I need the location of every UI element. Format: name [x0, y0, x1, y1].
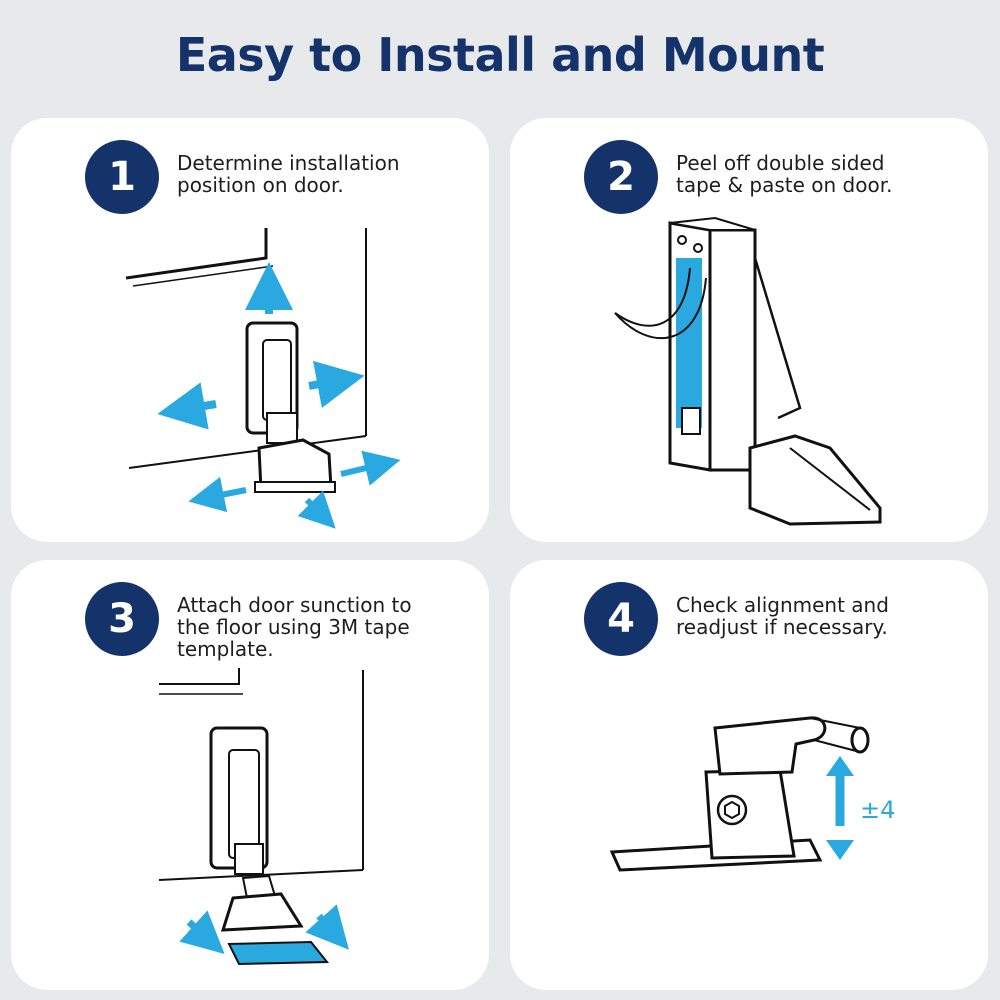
page-title: Easy to Install and Mount	[175, 28, 825, 82]
peel-tape-illustration	[614, 216, 882, 526]
arrow-down-right-icon	[340, 450, 401, 486]
step-instruction: Attach door sunction to the floor using …	[177, 593, 412, 661]
arrow-down-right-icon	[305, 904, 349, 950]
step-card-3: 3 Attach door sunction to the floor usin…	[11, 560, 489, 990]
adjustment-label: ±4	[860, 796, 895, 824]
hex-screw-icon	[716, 794, 748, 826]
step-card-1: 1 Determine installation position on doo…	[11, 118, 489, 542]
door-position-illustration	[125, 228, 401, 529]
step-instruction: Check alignment and readjust if necessar…	[676, 593, 889, 639]
step-instruction: Peel off double sided tape & paste on do…	[676, 151, 893, 197]
arrow-down-left-icon	[179, 910, 225, 955]
step-number-badge: 3	[85, 582, 159, 656]
arrow-right-icon	[308, 360, 365, 409]
step-card-2: 2 Peel off double sided tape & paste on …	[510, 118, 988, 542]
arrow-down-left-icon	[188, 476, 247, 513]
tape-template-icon	[227, 940, 330, 966]
double-sided-tape-icon	[676, 258, 702, 428]
alignment-adjust-illustration: ±4	[609, 716, 895, 872]
step-card-4: 4 Check alignment and readjust if necess…	[510, 560, 988, 990]
arrow-down-icon	[297, 490, 336, 529]
step-number-badge: 1	[85, 140, 159, 214]
step-number-badge: 4	[584, 582, 658, 656]
arrow-left-icon	[157, 382, 217, 430]
step-number-badge: 2	[584, 140, 658, 214]
step-instruction: Determine installation position on door.	[177, 151, 400, 197]
floor-tape-illustration	[158, 668, 364, 966]
